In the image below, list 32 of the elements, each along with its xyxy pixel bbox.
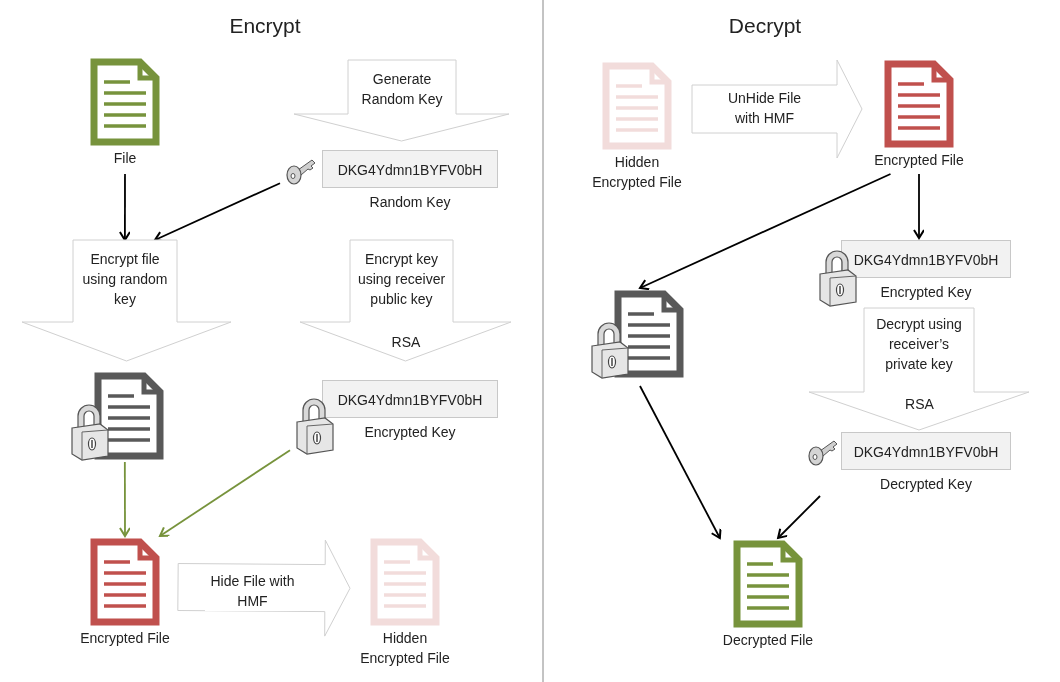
file-label: Hidden Encrypted File <box>359 629 451 668</box>
key-value: DKG4Ydmn1BYFV0bH <box>322 380 498 418</box>
arrow <box>118 173 131 241</box>
algorithm-label: RSA <box>904 395 935 414</box>
step-label: Generate Random Key <box>360 70 444 109</box>
key-caption: Decrypted Key <box>879 475 973 494</box>
arrow <box>777 495 821 539</box>
arrow <box>639 173 892 291</box>
locked-document-icon <box>68 370 166 462</box>
panel-heading: Encrypt <box>228 13 302 39</box>
step-label: Encrypt key using receiver public key <box>356 250 447 309</box>
file-label: Encrypted File <box>873 151 965 170</box>
key-value: DKG4Ydmn1BYFV0bH <box>322 150 498 188</box>
key-caption: Encrypted Key <box>879 283 973 302</box>
block-arrow <box>300 240 512 362</box>
arrow <box>119 461 131 537</box>
file-label: Decrypted File <box>721 631 815 650</box>
file-label: File <box>112 149 138 168</box>
arrow <box>159 449 291 537</box>
key-value: DKG4Ydmn1BYFV0bH <box>841 240 1011 278</box>
block-arrow <box>294 60 510 142</box>
file-label: Encrypted File <box>79 629 171 648</box>
algorithm-label: RSA <box>390 333 422 352</box>
arrow <box>639 385 722 539</box>
arrow <box>913 173 925 239</box>
key-caption: Random Key <box>368 193 452 212</box>
key-value: DKG4Ydmn1BYFV0bH <box>841 432 1011 470</box>
panel-heading: Decrypt <box>727 13 803 39</box>
file-label: Hidden Encrypted File <box>591 153 683 192</box>
step-label: Encrypt file using random key <box>81 250 169 309</box>
block-arrow <box>22 240 232 362</box>
key-caption: Encrypted Key <box>363 423 457 442</box>
